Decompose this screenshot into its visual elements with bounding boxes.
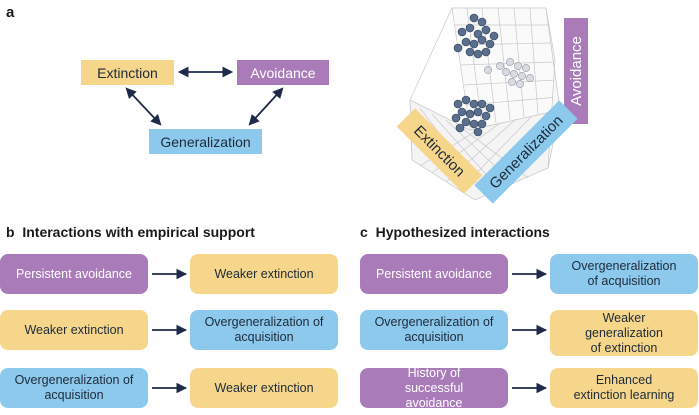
panel-b-title: Interactions with empirical support [22, 224, 255, 240]
panel-a-letter: a [6, 4, 15, 21]
b-row2-to: Overgeneralization of acquisition [190, 310, 338, 350]
b-row1-to: Weaker extinction [190, 254, 338, 294]
c-row1-from: Persistent avoidance [360, 254, 508, 294]
c-row2-to: Weaker generalization of extinction [550, 310, 698, 356]
b-row1-from: Persistent avoidance [0, 254, 148, 294]
c-row3-to: Enhanced extinction learning [550, 368, 698, 408]
panel-c-heading: c Hypothesized interactions [360, 224, 550, 240]
c-row2-from: Overgeneralization of acquisition [360, 310, 508, 350]
b-row3-to: Weaker extinction [190, 368, 338, 408]
b-row2-from: Weaker extinction [0, 310, 148, 350]
panel-c-title: Hypothesized interactions [375, 224, 550, 240]
cluster-right [484, 58, 534, 88]
panel-b-letter: b [6, 224, 15, 240]
extinction-node: Extinction [81, 60, 174, 85]
c-row1-to: Overgeneralization of acquisition [550, 254, 698, 294]
generalization-node: Generalization [149, 129, 262, 154]
cluster-upper [453, 13, 499, 59]
panel-c-letter: c [360, 224, 368, 240]
avoidance-node: Avoidance [237, 60, 329, 85]
panel-b-heading: b Interactions with empirical support [6, 224, 255, 240]
arrow-avoidance-generalization [248, 87, 284, 126]
b-row3-from: Overgeneralization of acquisition [0, 368, 148, 408]
arrow-extinction-generalization [125, 87, 162, 126]
c-row3-from: History of successful avoidance [360, 366, 508, 410]
cluster-lower [451, 95, 495, 137]
